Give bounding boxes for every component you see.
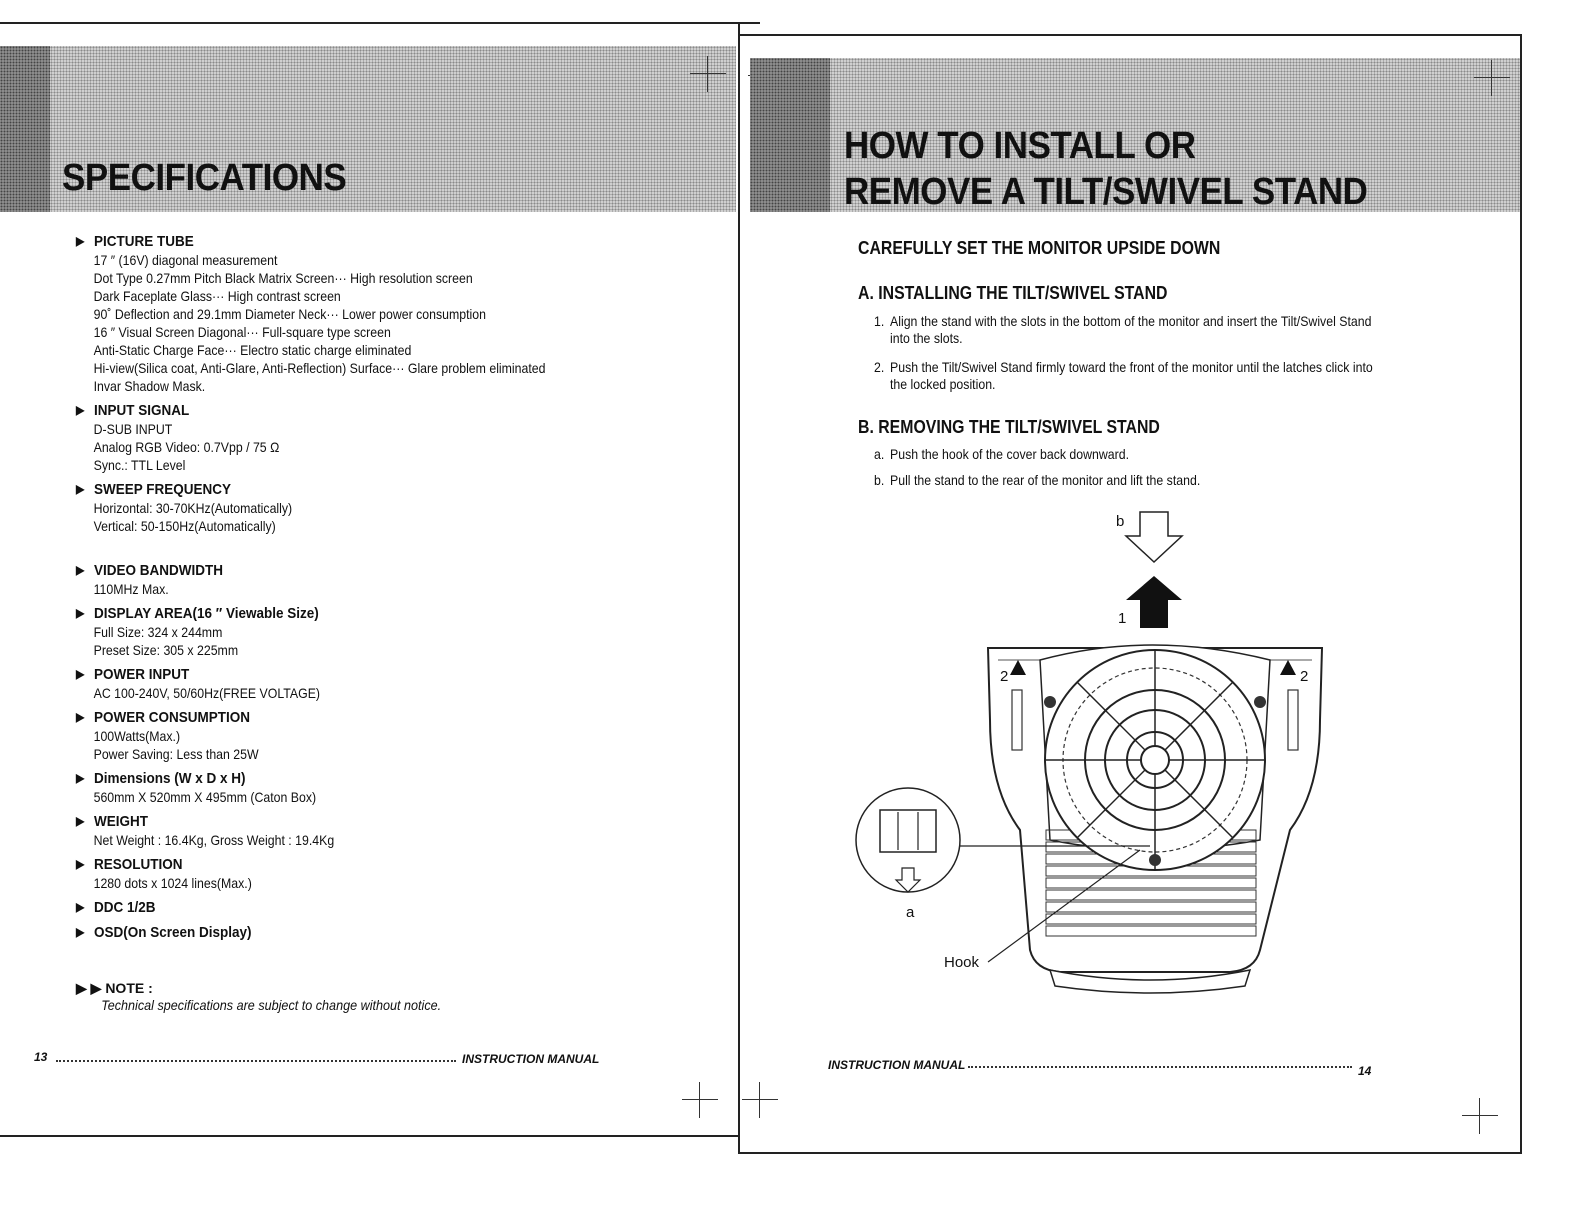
footer-label-right: INSTRUCTION MANUAL: [828, 1058, 966, 1072]
spacer: [76, 942, 696, 948]
spec-line: Horizontal: 30-70KHz(Automatically): [93, 500, 293, 516]
spec-heading: DISPLAY AREA(16 ″ Viewable Size): [76, 604, 634, 623]
spec-line: 16 ″ Visual Screen Diagonal··· Full-squa…: [93, 324, 391, 340]
spec-line: Full Size: 324 x 244mm: [93, 624, 223, 640]
section-b-heading: B. REMOVING THE TILT/SWIVEL STAND: [858, 417, 1160, 437]
footer-dots-right: [968, 1066, 1352, 1068]
spec-line: Anti-Static Charge Face··· Electro stati…: [93, 342, 412, 358]
page-number-right: 14: [1358, 1064, 1372, 1078]
registration-mark: [1462, 1098, 1498, 1134]
spec-item: Dimensions (W x D x H)560mm X 520mm X 49…: [76, 769, 696, 806]
spec-heading: WEIGHT: [76, 812, 634, 831]
right-border: [1520, 34, 1522, 1154]
spec-heading: DDC 1/2B: [76, 898, 634, 917]
spec-line: Invar Shadow Mask.: [93, 378, 206, 394]
right-header-band: [830, 58, 1520, 212]
label-hook: Hook: [944, 954, 980, 971]
spec-line: 90˚ Deflection and 29.1mm Diameter Neck·…: [93, 306, 486, 322]
spec-heading: OSD(On Screen Display): [76, 923, 634, 942]
registration-mark: [682, 1082, 718, 1118]
solid-up-arrow-icon: [1126, 576, 1182, 628]
page-title-line1: HOW TO INSTALL OR: [844, 125, 1196, 167]
spec-heading: SWEEP FREQUENCY: [76, 480, 634, 499]
right-header-block: [750, 58, 830, 212]
spec-line: 1280 dots x 1024 lines(Max.): [93, 875, 252, 891]
section-b-step-b-num: b.: [874, 472, 885, 488]
spec-line: D-SUB INPUT: [93, 421, 173, 437]
spec-item: DISPLAY AREA(16 ″ Viewable Size)Full Siz…: [76, 604, 696, 659]
footer-label-left: INSTRUCTION MANUAL: [462, 1052, 600, 1066]
section-b-step-b-text: Pull the stand to the rear of the monito…: [890, 472, 1201, 488]
section-b-step-a-text: Push the hook of the cover back downward…: [890, 446, 1130, 462]
section-a-step1-text: Align the stand with the slots in the bo…: [890, 313, 1372, 346]
spec-line: AC 100-240V, 50/60Hz(FREE VOLTAGE): [93, 685, 321, 701]
note-label: ▶ ▶ NOTE :: [76, 980, 153, 996]
open-down-arrow-icon: [1124, 511, 1184, 564]
spec-line: Preset Size: 305 x 225mm: [93, 642, 239, 658]
spec-line: Power Saving: Less than 25W: [93, 746, 259, 762]
spec-item: OSD(On Screen Display): [76, 923, 696, 942]
spec-line: 110MHz Max.: [93, 581, 169, 597]
spec-heading: POWER INPUT: [76, 665, 634, 684]
spec-heading: INPUT SIGNAL: [76, 401, 634, 420]
page-title: SPECIFICATIONS: [62, 157, 347, 199]
spec-heading: RESOLUTION: [76, 855, 634, 874]
spec-line: 17 ″ (16V) diagonal measurement: [93, 252, 278, 268]
spec-heading: PICTURE TUBE: [76, 232, 634, 251]
spec-line: Sync.: TTL Level: [93, 457, 186, 473]
bottom-border-right: [740, 1152, 1522, 1154]
label-2-left: 2: [1000, 668, 1009, 685]
stand-diagram: [855, 511, 1324, 994]
center-divider: [738, 22, 740, 1154]
spec-line: 100Watts(Max.): [93, 728, 181, 744]
label-a: a: [906, 904, 915, 921]
small-up-arrow-icon: [1010, 660, 1026, 675]
section-a-heading: A. INSTALLING THE TILT/SWIVEL STAND: [858, 283, 1168, 303]
label-2-right: 2: [1300, 668, 1309, 685]
spec-line: Dark Faceplate Glass··· High contrast sc…: [93, 288, 341, 304]
left-header-band: [50, 46, 736, 212]
subtitle: CAREFULLY SET THE MONITOR UPSIDE DOWN: [858, 238, 1221, 258]
section-a-step2-text: Push the Tilt/Swivel Stand firmly toward…: [890, 359, 1373, 392]
section-a-step2-num: 2.: [874, 359, 885, 375]
small-up-arrow-icon: [1280, 660, 1296, 675]
spacer: [76, 535, 696, 561]
spec-line: Analog RGB Video: 0.7Vpp / 75 Ω: [93, 439, 280, 455]
note-text: Technical specifications are subject to …: [101, 997, 442, 1013]
open-down-arrow-icon: [894, 867, 922, 893]
spec-line: Vertical: 50-150Hz(Automatically): [93, 518, 276, 534]
spec-line: Net Weight : 16.4Kg, Gross Weight : 19.4…: [93, 832, 335, 848]
top-border-left: [0, 22, 760, 24]
note: ▶ ▶ NOTE : Technical specifications are …: [76, 980, 482, 1013]
top-border-right: [740, 34, 1522, 36]
registration-mark: [742, 1082, 778, 1118]
page-number-left: 13: [34, 1050, 48, 1064]
spec-line: 560mm X 520mm X 495mm (Caton Box): [93, 789, 317, 805]
label-b: b: [1116, 513, 1125, 530]
spec-line: Dot Type 0.27mm Pitch Black Matrix Scree…: [93, 270, 473, 286]
spec-heading: VIDEO BANDWIDTH: [76, 561, 634, 580]
bottom-border-left: [0, 1135, 740, 1137]
section-b-step-a-num: a.: [874, 446, 885, 462]
page-title-line2: REMOVE A TILT/SWIVEL STAND: [844, 171, 1368, 213]
registration-mark: [690, 56, 726, 92]
spec-heading: POWER CONSUMPTION: [76, 708, 634, 727]
spec-heading: Dimensions (W x D x H): [76, 769, 634, 788]
footer-dots-left: [56, 1060, 456, 1062]
label-1: 1: [1118, 610, 1127, 627]
spec-line: Hi-view(Silica coat, Anti-Glare, Anti-Re…: [93, 360, 546, 376]
section-a-step1-num: 1.: [874, 313, 885, 329]
registration-mark: [1474, 60, 1510, 96]
left-header-block: [0, 46, 50, 212]
spec-item: DDC 1/2B: [76, 898, 696, 917]
